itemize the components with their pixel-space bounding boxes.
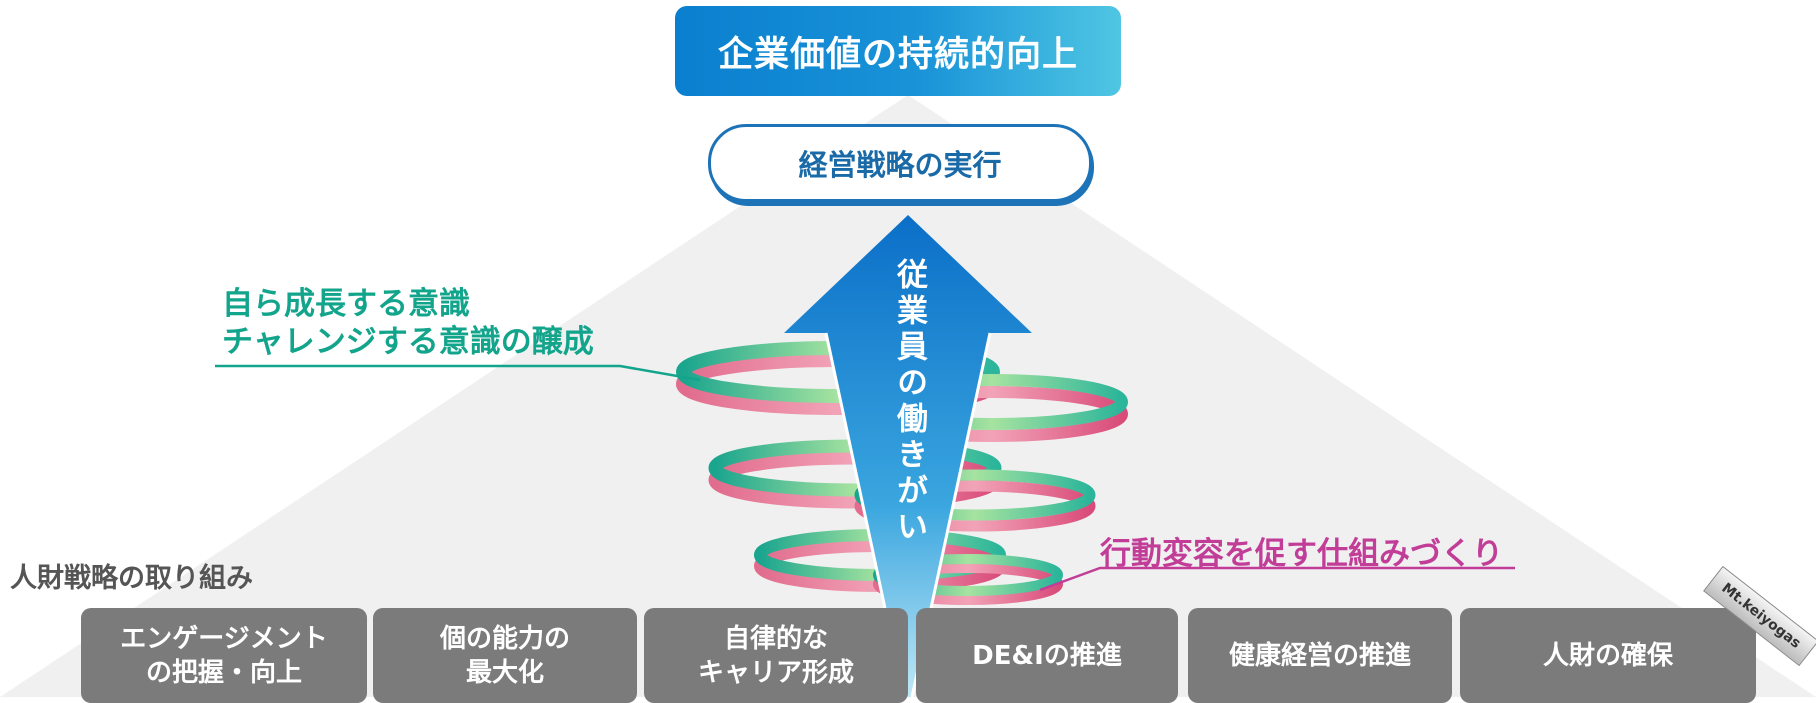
section-label: 人財戦略の取り組み bbox=[10, 563, 253, 594]
initiative-box-4: DE&Iの推進 bbox=[916, 608, 1178, 703]
mindset-line-1: 自ら成長する意識 bbox=[222, 286, 470, 322]
initiative-box-5: 健康経営の推進 bbox=[1188, 608, 1452, 703]
ring-mid-right-pink bbox=[854, 480, 1096, 532]
behavior-text: 行動変容を促す仕組みづくり bbox=[1100, 536, 1503, 572]
behavior-leader-line bbox=[1039, 566, 1515, 592]
mindset-text: 自ら成長する意識 チャレンジする意識の醸成 bbox=[222, 285, 594, 361]
top-title-box: 企業価値の持続的向上 bbox=[675, 6, 1121, 96]
top-title-text: 企業価値の持続的向上 bbox=[717, 34, 1078, 75]
strategy-text: 経営戦略の実行 bbox=[798, 148, 1002, 182]
upward-arrow bbox=[784, 215, 1032, 697]
initiative-box-2: 個の能力の 最大化 bbox=[373, 608, 637, 703]
mindset-leader-line bbox=[215, 364, 701, 382]
initiative-box-6: 人財の確保 bbox=[1460, 608, 1756, 703]
arrow-label: 従業員の働きがい bbox=[891, 258, 927, 546]
initiative-box-3: 自律的な キャリア形成 bbox=[644, 608, 908, 703]
strategy-pill: 経営戦略の実行 bbox=[708, 124, 1092, 202]
mindset-line-2: チャレンジする意識の醸成 bbox=[222, 324, 594, 360]
initiative-box-1: エンゲージメント の把握・向上 bbox=[81, 608, 367, 703]
